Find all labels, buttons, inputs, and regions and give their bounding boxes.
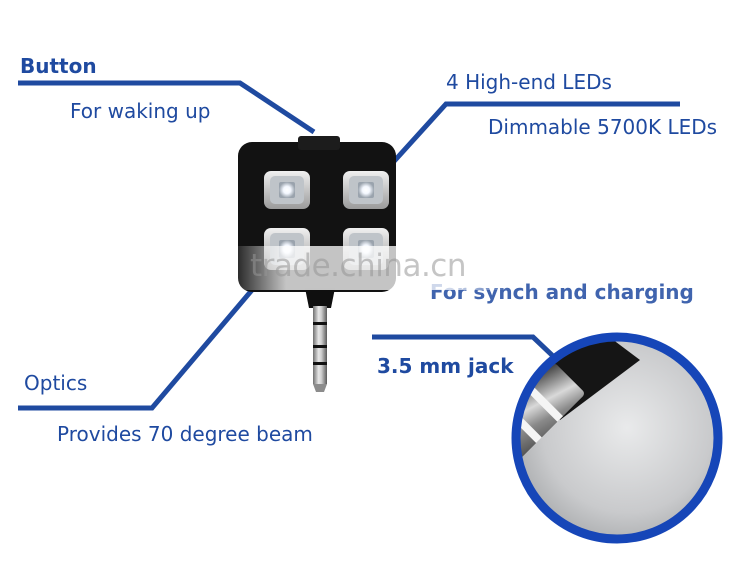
button-description: For waking up [70,99,211,123]
closeup-ring [511,332,723,544]
leds-description: Dimmable 5700K LEDs [488,115,718,139]
button-callout-line [18,80,316,135]
leds-title: 4 High-end LEDs [446,70,612,94]
led-top-right [343,171,389,209]
jack-title: 3.5 mm jack [377,354,514,378]
jack-closeup [511,332,723,544]
button-title: Button [20,54,97,78]
watermark-band [230,246,510,290]
optics-title: Optics [24,371,88,395]
led-top-left [264,171,310,209]
jack-neck [305,288,335,308]
small-audio-jack [313,306,327,392]
device-top-button [298,136,340,150]
optics-callout-line [18,288,254,411]
watermark-text: trade.china.cn [250,248,467,284]
optics-description: Provides 70 degree beam [57,422,313,446]
